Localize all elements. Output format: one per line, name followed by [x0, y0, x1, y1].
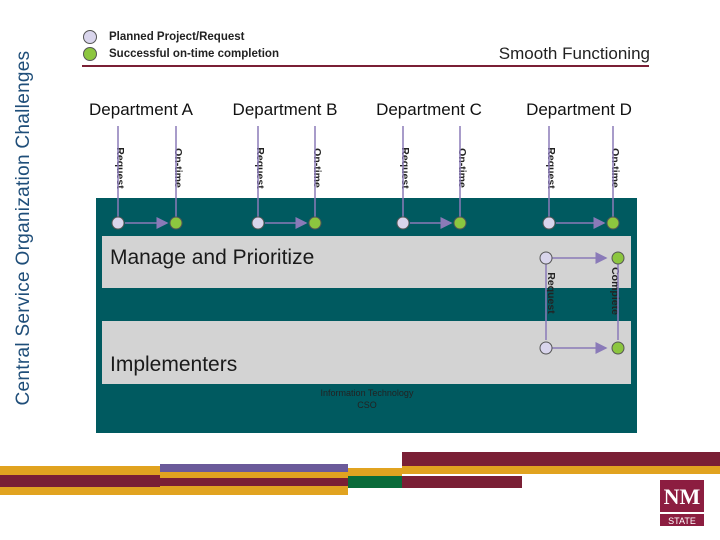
manage-prioritize-label: Manage and Prioritize	[110, 246, 315, 269]
cso-label: CSO	[357, 400, 377, 410]
department-d: Department D	[526, 100, 632, 119]
svg-text:STATE: STATE	[668, 516, 696, 526]
legend-planned-label: Planned Project/Request	[109, 31, 245, 43]
legend-planned-dot	[83, 30, 97, 44]
department-b: Department B	[232, 100, 338, 119]
nmsu-logo: NM STATE	[660, 480, 704, 526]
header-rule	[82, 65, 649, 67]
implementers-label: Implementers	[110, 353, 238, 376]
department-c: Department C	[376, 100, 482, 119]
smooth-functioning-label: Smooth Functioning	[498, 44, 650, 63]
svg-text:NM: NM	[664, 484, 701, 509]
legend-complete-label: Successful on-time completion	[109, 48, 279, 60]
department-a: Department A	[89, 100, 193, 119]
it-cso-text: Information Technology CSO	[300, 387, 434, 411]
it-label: Information Technology	[320, 388, 414, 398]
legend-complete-dot	[83, 47, 97, 61]
